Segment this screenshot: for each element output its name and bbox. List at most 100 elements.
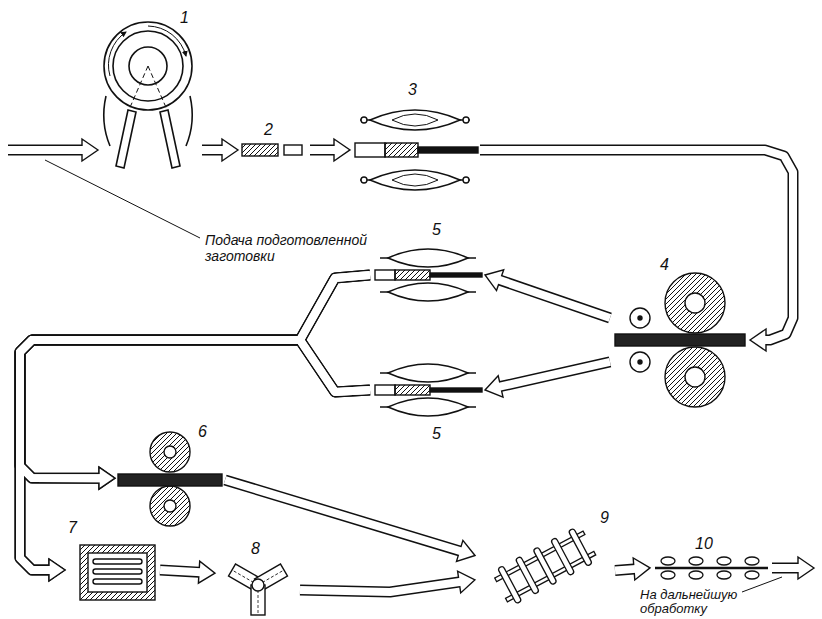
reheating-furnace-part	[93, 559, 142, 564]
callout-number: 10	[695, 536, 713, 552]
roller-conveyor-part	[717, 571, 731, 579]
piercing-mill	[355, 110, 478, 190]
three-roll-stand-part	[261, 571, 282, 583]
billet-part	[284, 145, 302, 155]
feed-arrow	[8, 139, 98, 161]
sizing-mill-part	[150, 486, 190, 526]
leader-line	[45, 160, 200, 238]
caption-note: На дальнейшую обработку	[640, 588, 770, 616]
reheating-furnace-part	[88, 553, 147, 592]
rolling-mill-part	[665, 273, 725, 333]
cooling-bed-part	[568, 528, 592, 566]
callout-number: 5	[432, 426, 441, 442]
station-box: 4	[610, 255, 750, 420]
rolling-mill-part	[685, 293, 705, 313]
piercing-mill-part	[385, 143, 418, 157]
billet	[242, 144, 302, 156]
reeling-mill-part	[430, 388, 482, 392]
flow-arrow-fill	[300, 582, 461, 592]
feed-arrow-part	[82, 139, 98, 161]
three-roll-stand-part	[252, 579, 264, 591]
callout-number: 5	[432, 222, 441, 238]
three-roll-stand	[229, 564, 288, 615]
roller-conveyor-part	[745, 571, 759, 579]
arrow-head	[222, 139, 238, 161]
ring-furnace	[104, 22, 193, 168]
ring-furnace-part	[104, 96, 110, 146]
reeling-mill-part	[375, 385, 395, 395]
roller-conveyor-part	[655, 567, 768, 569]
arrow-head	[750, 329, 766, 351]
rolling-mill-part	[630, 352, 650, 372]
output-arrow	[772, 557, 814, 579]
reheating-furnace-part	[93, 569, 142, 574]
ring-furnace-part	[116, 110, 136, 168]
roller-conveyor-part	[689, 557, 703, 565]
reeling-mill-part	[395, 385, 430, 395]
cooling-bed-part	[533, 547, 557, 585]
station-box: 6	[115, 422, 225, 530]
arrow-head	[49, 559, 65, 581]
callout-number: 1	[180, 10, 189, 26]
piercing-mill-part	[463, 177, 469, 183]
flow-arrow-fill	[225, 480, 462, 551]
piercing-mill-part	[370, 170, 460, 190]
sizing-mill-part	[118, 474, 222, 486]
sizing-mill	[118, 432, 222, 526]
ring-furnace-part	[160, 110, 180, 168]
process-note: На дальнейшую обработку	[640, 588, 770, 616]
flow-arrow-fill	[20, 275, 370, 570]
flow-arrow	[480, 150, 793, 340]
roller-conveyor-part	[661, 557, 675, 565]
flow-arrow	[20, 275, 370, 570]
reheating-furnace-part	[80, 545, 155, 600]
piercing-mill-part	[361, 117, 367, 123]
station-box: 7	[65, 518, 160, 610]
three-roll-stand-part	[234, 571, 255, 583]
sizing-mill-part	[164, 500, 176, 512]
station-box: 8	[215, 540, 300, 617]
rolling-mill-part	[638, 316, 642, 320]
rolling-mill-part	[615, 334, 745, 346]
callout-number: 6	[198, 424, 207, 440]
ring-furnace-part	[108, 32, 126, 76]
rolling-mill-part	[665, 347, 725, 407]
connector-fills	[20, 150, 793, 592]
rolling-mill	[615, 273, 745, 407]
three-roll-stand-part	[258, 589, 259, 613]
sizing-mill-part	[150, 432, 190, 472]
reeling-mill-part	[395, 270, 430, 280]
process-note: Подача подготовленной заготовки	[205, 232, 377, 264]
cooling-bed-part	[498, 566, 522, 604]
reeling-mill-part	[375, 270, 395, 280]
reeling-mill-part	[388, 283, 468, 301]
feed-arrow-part	[8, 146, 84, 154]
station-box: 10	[650, 535, 770, 588]
flow-arrow-fill	[498, 280, 610, 318]
rolling-mill-part	[638, 360, 642, 364]
reeling-mill-part	[430, 273, 482, 277]
flow-arrow-fill	[310, 146, 336, 154]
flow-arrow-fill	[480, 150, 793, 340]
flow-arrow-fill	[202, 146, 224, 154]
roller-conveyor-part	[689, 571, 703, 579]
piercing-mill-part	[418, 147, 478, 153]
ring-furnace-part	[186, 96, 192, 146]
roller-conveyor	[655, 557, 768, 579]
flow-arrow-fill	[20, 340, 370, 570]
cooling-bed-part	[551, 538, 575, 576]
output-arrow-part	[772, 564, 800, 572]
reeling-mill	[375, 249, 482, 301]
callout-number: 3	[408, 82, 417, 98]
station-box: 2	[238, 122, 310, 164]
reheating-furnace	[80, 545, 155, 600]
station-box: 5	[370, 222, 485, 310]
sizing-mill-part	[164, 446, 176, 458]
station-box: 9	[475, 508, 615, 612]
rolling-mill-part	[630, 308, 650, 328]
flow-arrow-fill	[160, 570, 201, 572]
flow-arrow-fill	[615, 569, 636, 571]
arrow-head	[99, 467, 115, 489]
reeling-mill-part	[388, 398, 468, 416]
reeling-mill	[375, 364, 482, 416]
